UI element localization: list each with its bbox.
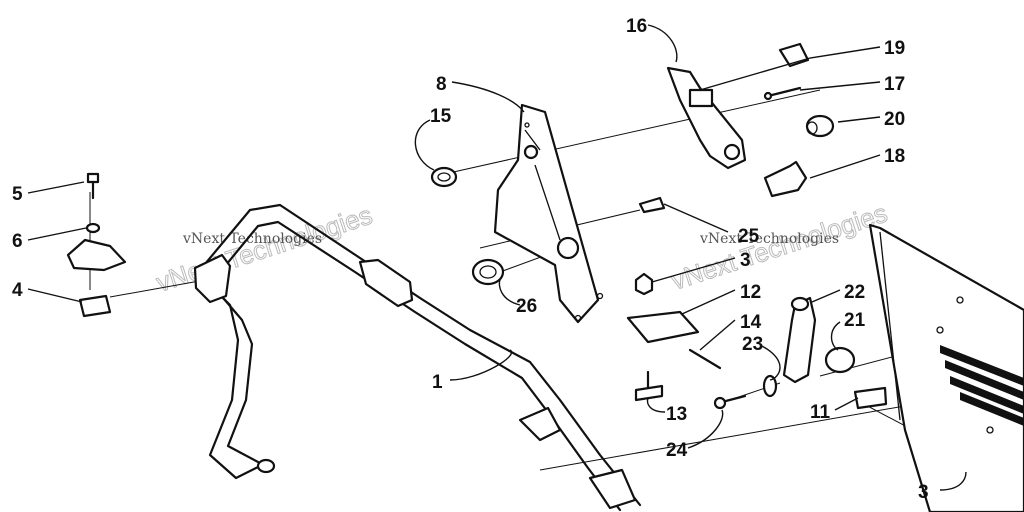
callout-19: 19 — [884, 38, 905, 59]
side-panel — [868, 223, 1024, 512]
callout-25: 25 — [738, 226, 760, 247]
part-1-frame-bar — [193, 203, 642, 512]
part-14-rod — [688, 348, 722, 370]
part-23-washer — [762, 374, 778, 398]
callout-13: 13 — [666, 404, 687, 425]
callout-11: 11 — [810, 402, 831, 423]
callout-16: 16 — [626, 16, 647, 37]
watermark-right: vNext Technologies vNext Technologies — [667, 197, 891, 296]
callout-20: 20 — [884, 109, 905, 130]
watermark-left-small: vNext Technologies — [182, 231, 322, 247]
part-22-lever — [782, 296, 817, 384]
callout-23: 23 — [742, 334, 763, 355]
callout-6: 6 — [12, 231, 23, 252]
callout-5: 5 — [12, 184, 23, 205]
callout-4: 4 — [12, 280, 23, 301]
part-11-mount — [853, 386, 888, 410]
callout-3-lower: 3 — [918, 482, 929, 503]
callout-22: 22 — [844, 282, 865, 303]
part-12-bracket — [626, 310, 700, 344]
part-21-bushing — [824, 346, 856, 374]
leader-lines — [27, 24, 967, 491]
part-20-bushing — [805, 114, 835, 138]
callout-24: 24 — [666, 440, 688, 461]
part-16-bracket — [666, 66, 747, 170]
callouts: 5 6 4 1 8 15 16 19 17 20 18 25 26 3 12 1… — [12, 16, 929, 503]
part-25-cable-end — [638, 196, 666, 214]
part-8-mounting-plate — [493, 103, 604, 324]
part-13-bolt — [634, 370, 664, 402]
callout-21: 21 — [844, 310, 866, 331]
part-24-bolt — [713, 394, 747, 410]
callout-17: 17 — [884, 74, 905, 95]
part-15-grommet — [430, 166, 458, 188]
watermark-right-small: vNext Technologies — [699, 231, 839, 247]
callout-26: 26 — [516, 296, 537, 317]
callout-12: 12 — [740, 282, 761, 303]
callout-18: 18 — [884, 146, 905, 167]
callout-1: 1 — [432, 372, 443, 393]
part-26-grommet — [471, 258, 505, 286]
callout-15: 15 — [430, 106, 452, 127]
part-18-hose — [763, 160, 808, 198]
callout-14: 14 — [740, 312, 762, 333]
part-3-nut-upper — [634, 272, 654, 296]
parts-4-5-6-clamp-set — [66, 172, 127, 318]
callout-3-upper: 3 — [740, 250, 751, 271]
callout-8: 8 — [436, 74, 447, 95]
part-17-pin — [763, 86, 802, 101]
